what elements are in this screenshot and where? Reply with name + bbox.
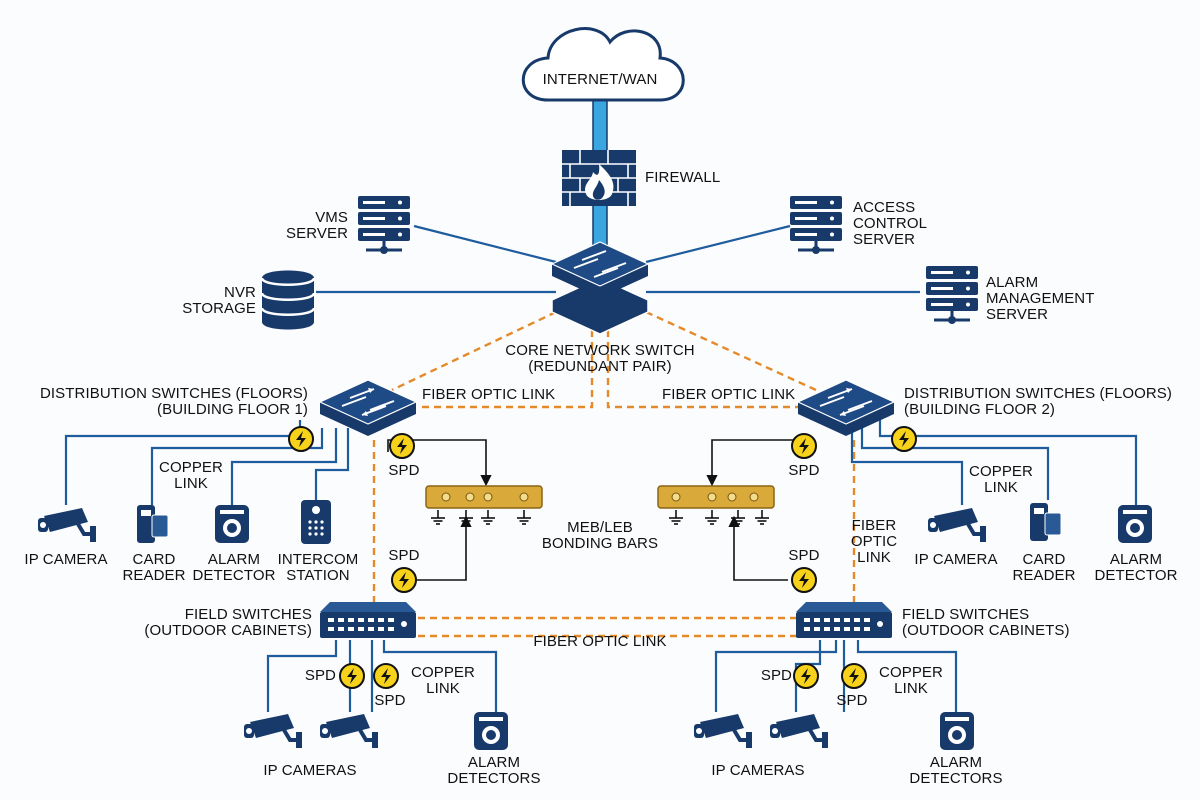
copper-links-right	[850, 420, 1138, 505]
field-switch-left-icon	[320, 602, 416, 638]
core-switch-icon	[550, 241, 650, 335]
spd-lightning-icon	[288, 426, 314, 452]
firewall-icon	[562, 150, 636, 206]
ip-camera-icon	[926, 506, 988, 544]
alarm-detector-icon	[1118, 505, 1152, 543]
access-control-server-icon	[788, 194, 844, 256]
alarm-management-server-icon	[924, 264, 980, 326]
fiber-link-label-right: FIBER OPTIC LINK	[662, 386, 796, 403]
spd-lightning-icon	[339, 663, 365, 689]
vms-server-icon	[356, 194, 412, 256]
spd-label: SPD	[760, 667, 792, 684]
fiber-link-label-left: FIBER OPTIC LINK	[422, 386, 556, 403]
alarm-detector-icon	[940, 712, 974, 750]
field-switch-left-label: FIELD SWITCHES(OUTDOOR CABINETS)	[144, 606, 312, 639]
field-switch-right-icon	[796, 602, 892, 638]
fiber-links	[372, 310, 856, 638]
bonding-bar-left-icon	[425, 485, 543, 509]
ip-camera-icon	[36, 506, 98, 544]
spd-lightning-icon	[891, 426, 917, 452]
spd-label: SPD	[388, 462, 420, 479]
card-reader-icon	[136, 504, 169, 544]
spd-label: SPD	[304, 667, 336, 684]
ip-camera-icon	[242, 712, 304, 750]
spd-label: SPD	[788, 462, 820, 479]
spd-label: SPD	[836, 692, 868, 709]
alarm-detector-icon	[215, 505, 249, 543]
ip-camera-label: IP CAMERA	[914, 551, 998, 568]
spd-lightning-icon	[791, 433, 817, 459]
spd-lightning-icon	[389, 433, 415, 459]
distribution-floor2-label: DISTRIBUTION SWITCHES (FLOORS)(BUILDING …	[904, 385, 1173, 418]
firewall-label: FIREWALL	[645, 169, 721, 186]
ip-cameras-label: IP CAMERAS	[711, 762, 805, 779]
spd-lightning-icon	[793, 663, 819, 689]
spd-lightning-icon	[373, 663, 399, 689]
ip-camera-icon	[318, 712, 380, 750]
bonding-arrows	[387, 439, 805, 581]
intercom-station-icon	[301, 500, 331, 544]
alarm-detector-icon	[474, 712, 508, 750]
spd-label: SPD	[374, 692, 406, 709]
distribution-switch-floor1-icon	[319, 379, 417, 437]
bonding-bar-right-icon	[657, 485, 775, 509]
cloud-label: INTERNET/WAN	[542, 71, 658, 88]
spd-lightning-icon	[791, 567, 817, 593]
fiber-link-label-field: FIBER OPTIC LINK	[533, 633, 667, 650]
card-reader-icon	[1029, 502, 1062, 542]
spd-lightning-icon	[841, 663, 867, 689]
core-server-links	[316, 224, 920, 294]
ip-cameras-label: IP CAMERAS	[263, 762, 357, 779]
core-switch-label: CORE NETWORK SWITCH(REDUNDANT PAIR)	[505, 342, 695, 375]
spd-label: SPD	[388, 547, 420, 564]
ip-camera-label: IP CAMERA	[24, 551, 108, 568]
nvr-storage-icon	[260, 269, 316, 331]
internet-cloud-icon	[521, 27, 685, 102]
ip-camera-icon	[768, 712, 830, 750]
distribution-floor1-label: DISTRIBUTION SWITCHES (FLOORS)(BUILDING …	[39, 385, 308, 418]
field-switch-right-label: FIELD SWITCHES(OUTDOOR CABINETS)	[902, 606, 1070, 639]
spd-label: SPD	[788, 547, 820, 564]
spd-lightning-icon	[391, 567, 417, 593]
ip-camera-icon	[692, 712, 754, 750]
